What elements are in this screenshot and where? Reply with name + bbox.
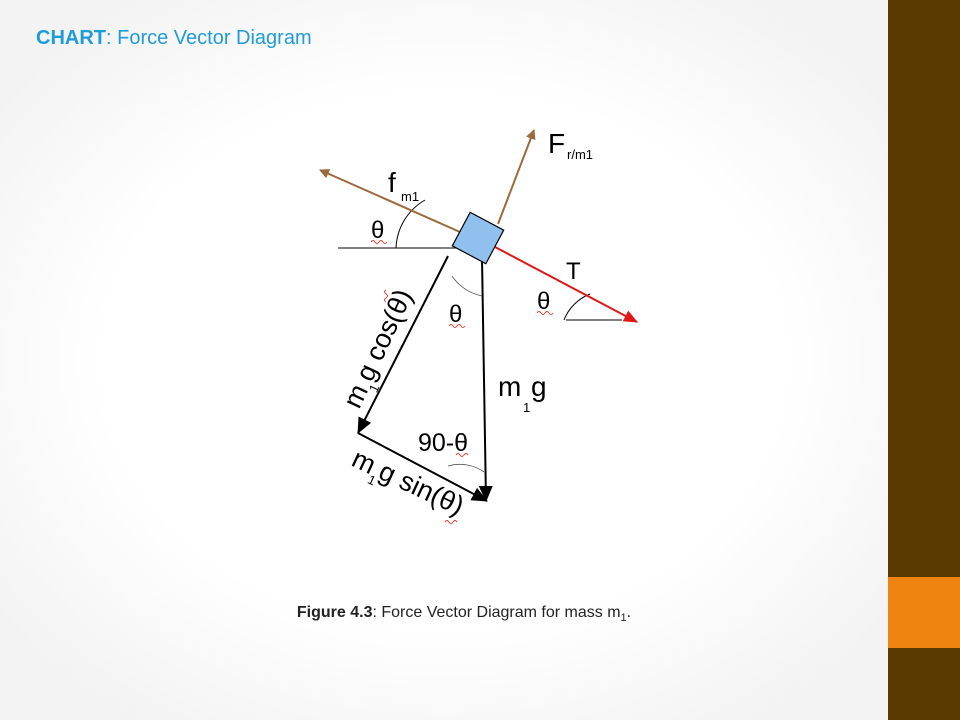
friction-vector bbox=[319, 169, 479, 241]
side-accent bbox=[888, 577, 960, 648]
normal-force-vector bbox=[497, 129, 536, 225]
svg-text:m1g cos(θ): m1g cos(θ) bbox=[337, 284, 423, 415]
weight-label-sub: 1 bbox=[523, 400, 530, 415]
theta-label-left: θ bbox=[371, 217, 384, 244]
weight-label-m: m bbox=[498, 371, 521, 402]
sin-component-vector bbox=[357, 432, 488, 502]
complement-label: 90-θ bbox=[418, 429, 468, 457]
slide-background bbox=[0, 0, 888, 720]
cos-label-g: g cos( bbox=[350, 306, 408, 385]
weight-label: m 1 g bbox=[498, 371, 547, 415]
theta-label-right: θ bbox=[537, 288, 550, 315]
sin-label-g: g sin( bbox=[374, 456, 447, 511]
title-text: : Force Vector Diagram bbox=[106, 27, 312, 49]
theta-label-block: θ bbox=[449, 301, 462, 328]
complement-arc bbox=[447, 463, 485, 473]
cos-component-vector bbox=[357, 255, 449, 434]
theta-arc-right bbox=[563, 293, 591, 321]
weight-vector bbox=[478, 257, 493, 502]
caption-prefix: Figure 4.3 bbox=[296, 604, 373, 621]
caption-subscript: 1 bbox=[620, 612, 627, 625]
normal-force-label: F r/m1 bbox=[548, 128, 593, 162]
caption-end: . bbox=[626, 604, 632, 621]
force-vector-diagram: f m1 F r/m1 T θ θ θ m 1 g 90-θ m1g cos(θ… bbox=[319, 128, 638, 524]
spellcheck-underline bbox=[444, 520, 458, 524]
friction-label: f m1 bbox=[388, 167, 419, 204]
title-prefix: CHART bbox=[36, 27, 106, 49]
friction-label-main: f bbox=[388, 167, 396, 198]
friction-label-sub: m1 bbox=[401, 189, 419, 204]
spellcheck-underline bbox=[370, 240, 388, 244]
caption-text: : Force Vector Diagram for mass m bbox=[372, 604, 621, 621]
spellcheck-underline bbox=[455, 453, 469, 457]
spellcheck-underline bbox=[448, 324, 466, 328]
theta-arc-block bbox=[451, 275, 483, 297]
normal-force-label-main: F bbox=[548, 128, 565, 159]
spellcheck-underline bbox=[384, 289, 388, 303]
normal-force-label-sub: r/m1 bbox=[567, 147, 593, 162]
cos-component-label: m1g cos(θ) bbox=[337, 284, 423, 415]
spellcheck-underline bbox=[536, 311, 554, 315]
slide-title: CHART: Force Vector Diagram bbox=[36, 24, 312, 52]
mass-block bbox=[451, 211, 505, 265]
weight-label-g: g bbox=[531, 371, 547, 402]
tension-vector bbox=[477, 237, 638, 323]
tension-label: T bbox=[566, 258, 581, 285]
theta-arc-left bbox=[395, 199, 426, 249]
figure-caption: Figure 4.3: Force Vector Diagram for mas… bbox=[234, 602, 694, 629]
